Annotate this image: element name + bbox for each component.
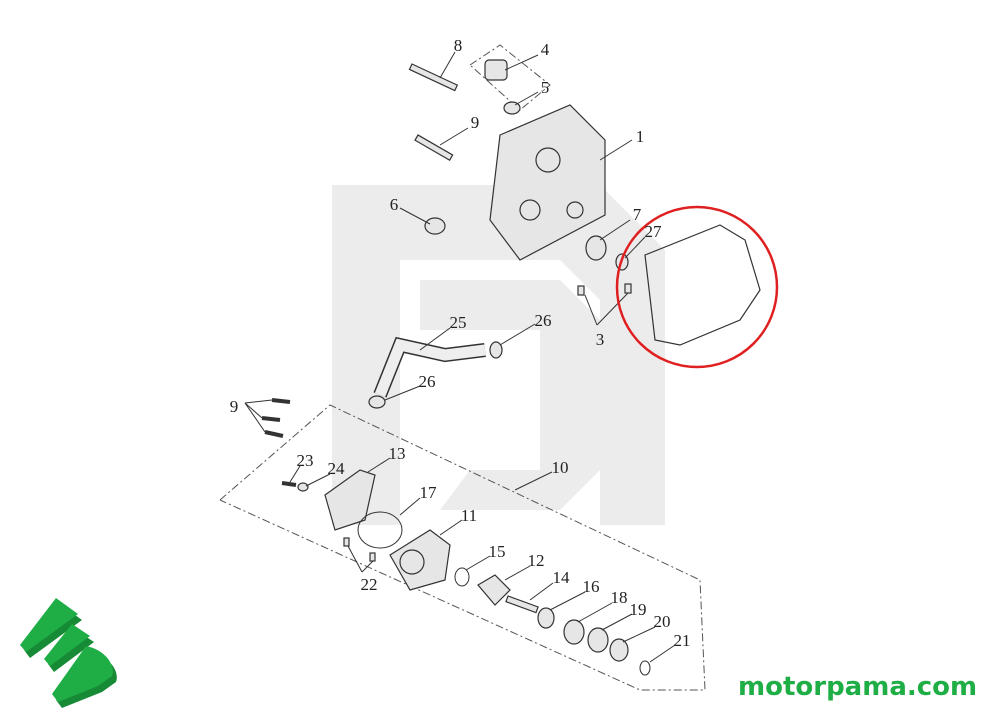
- callout-19: 19: [630, 600, 647, 619]
- part-18-bearing: [563, 619, 585, 645]
- part-20-seal: [609, 638, 629, 662]
- part-gasket: [644, 224, 761, 346]
- part-9-bolt: [414, 134, 454, 162]
- callout-21: 21: [674, 631, 691, 650]
- callout-15: 15: [489, 542, 506, 561]
- callout-12: 12: [528, 551, 545, 570]
- highlight-circle: [615, 205, 779, 369]
- callout-26: 26: [535, 311, 552, 330]
- callout-8: 8: [454, 36, 463, 55]
- part-25-hose: [373, 336, 486, 398]
- callout-25: 25: [450, 313, 467, 332]
- part-12-impeller: [477, 574, 511, 606]
- callout-4: 4: [541, 40, 550, 59]
- part-7-seal: [585, 235, 607, 261]
- part-14-shaft: [505, 595, 539, 614]
- callout-26: 26: [419, 372, 436, 391]
- part-11-pump-housing: [389, 529, 451, 591]
- callout-14: 14: [553, 568, 571, 587]
- part-23-pin: [281, 481, 297, 487]
- leader-lines: [244, 51, 676, 663]
- part-24-washer: [297, 482, 309, 492]
- callout-23: 23: [297, 451, 314, 470]
- callout-24: 24: [328, 459, 346, 478]
- callout-9: 9: [471, 113, 480, 132]
- callout-18: 18: [611, 588, 628, 607]
- website-url: motorpama.com: [738, 672, 978, 702]
- callout-1: 1: [636, 127, 645, 146]
- part-8-bolt: [408, 63, 459, 92]
- callout-17: 17: [420, 483, 438, 502]
- callout-27: 27: [645, 222, 663, 241]
- callout-9: 9: [230, 397, 239, 416]
- part-21-circlip: [639, 660, 651, 676]
- part-19-bearing: [587, 627, 609, 653]
- callout-3: 3: [596, 330, 605, 349]
- callout-20: 20: [654, 612, 671, 631]
- watermark: [332, 185, 665, 525]
- callout-11: 11: [461, 506, 477, 525]
- callout-13: 13: [389, 444, 406, 463]
- group-box-4-5: [469, 44, 551, 111]
- callout-22: 22: [361, 575, 378, 594]
- part-13-thermostat-housing: [324, 469, 376, 531]
- callout-10: 10: [552, 458, 569, 477]
- part-1-crankcase-cover: [489, 104, 606, 261]
- motorpama-logo: [20, 598, 117, 708]
- part-4-dipstick: [484, 59, 508, 81]
- part-15-oring: [454, 567, 470, 587]
- part-9-bolts: [261, 398, 291, 438]
- callout-5: 5: [541, 78, 550, 97]
- group-box-10: [219, 404, 706, 691]
- callout-6: 6: [390, 195, 399, 214]
- callout-16: 16: [583, 577, 600, 596]
- part-6-washer: [424, 217, 446, 235]
- part-22-pins: [343, 537, 376, 562]
- callout-7: 7: [633, 205, 642, 224]
- part-16-seal: [537, 607, 555, 629]
- part-26-clamp: [368, 341, 503, 409]
- part-17-oring: [357, 511, 403, 549]
